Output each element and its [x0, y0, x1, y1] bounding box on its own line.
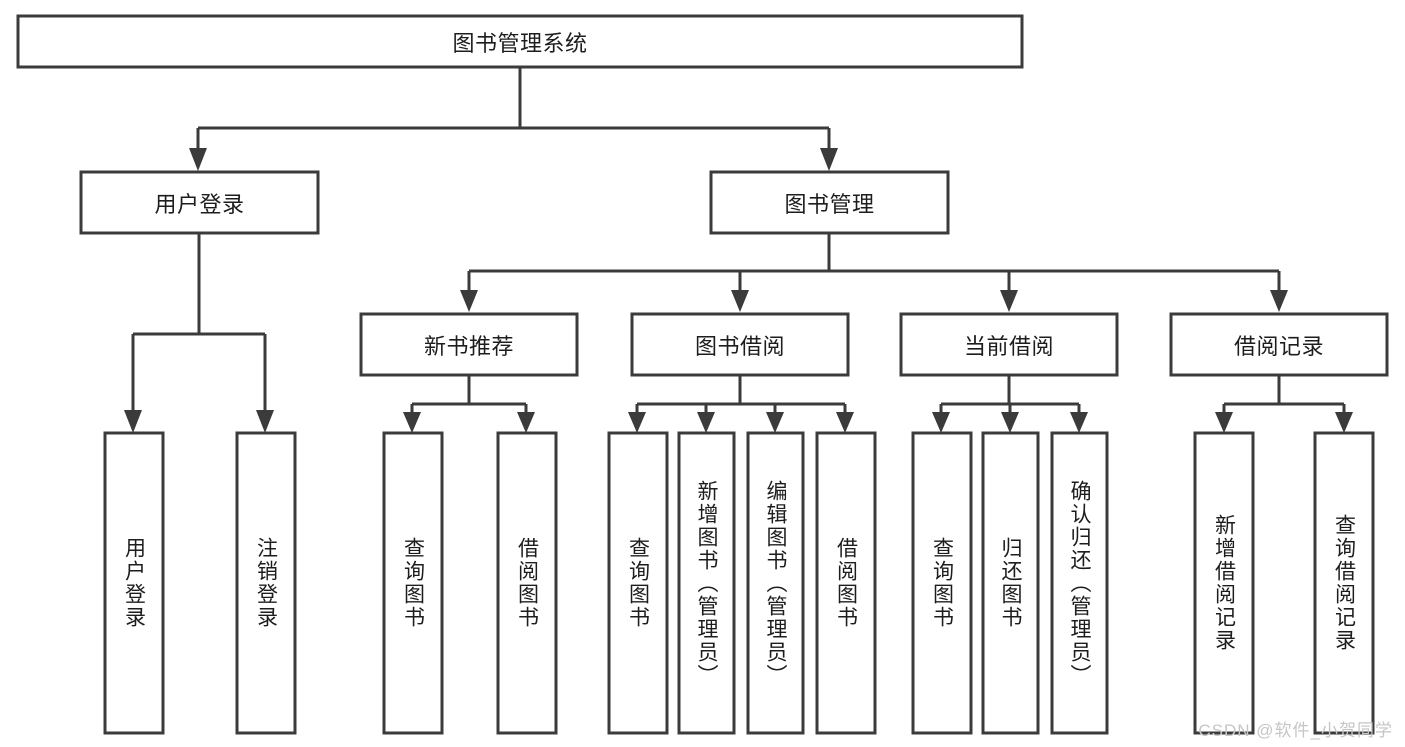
node-leaf-nb-query-box[interactable] [382, 431, 444, 735]
node-leaf-bb-borrow-box[interactable] [815, 431, 877, 735]
arrowhead-leaf-br-add [1215, 412, 1233, 433]
arrowhead-leaf-logout [256, 410, 274, 433]
arrowhead-leaf-bb-borrow [836, 412, 854, 433]
arrowhead-leaf-br-query [1335, 412, 1353, 433]
arrowhead-leaf-cb-query [932, 412, 950, 433]
node-leaf-bb-query-box[interactable] [607, 431, 669, 735]
arrowhead-leaf-nb-borrow [517, 412, 535, 433]
node-root-box[interactable] [16, 14, 1024, 69]
arrowhead-leaf-bb-edit [766, 412, 784, 433]
arrowhead-leaf-cb-confirm [1070, 412, 1088, 433]
node-leaf-bb-edit-box[interactable] [746, 431, 805, 735]
node-current-borrow-box[interactable] [899, 312, 1119, 377]
node-leaf-cb-confirm-box[interactable] [1050, 431, 1109, 735]
arrowhead-borrow-record [1270, 290, 1288, 312]
arrowhead-book-manage [820, 148, 838, 171]
arrowhead-leaf-cb-return [1001, 412, 1019, 433]
node-leaf-cb-query-box[interactable] [911, 431, 973, 735]
node-borrow-record-box[interactable] [1169, 312, 1389, 377]
node-leaf-br-add-box[interactable] [1193, 431, 1255, 735]
arrowhead-user-login [189, 148, 207, 171]
arrowhead-leaf-bb-query [628, 412, 646, 433]
arrowhead-current-borrow [1000, 290, 1018, 312]
arrowhead-book-borrow [731, 290, 749, 312]
node-leaf-user-login-box[interactable] [103, 431, 165, 735]
node-leaf-nb-borrow-box[interactable] [496, 431, 558, 735]
node-new-book-box[interactable] [359, 312, 579, 377]
arrowhead-leaf-user-login [124, 410, 142, 433]
node-leaf-bb-add-box[interactable] [677, 431, 736, 735]
node-leaf-logout-box[interactable] [235, 431, 297, 735]
node-book-borrow-box[interactable] [630, 312, 850, 377]
node-user-login-box[interactable] [79, 170, 320, 235]
node-leaf-br-query-box[interactable] [1313, 431, 1375, 735]
arrowhead-new-book [460, 290, 478, 312]
node-leaf-cb-return-box[interactable] [981, 431, 1040, 735]
arrowhead-leaf-nb-query [403, 412, 421, 433]
arrowhead-leaf-bb-add [697, 412, 715, 433]
node-book-manage-box[interactable] [709, 170, 950, 235]
